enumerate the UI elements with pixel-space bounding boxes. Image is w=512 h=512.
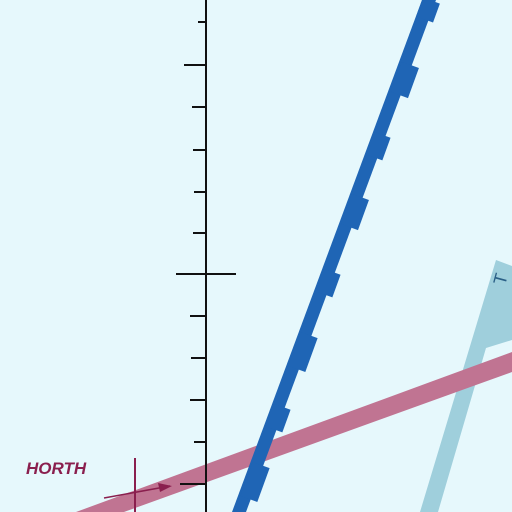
waypoint-arrow-line [103, 485, 171, 499]
blue-victor-airway [232, 0, 440, 512]
magenta-airway [76, 352, 512, 512]
edge-label-fragment: T [490, 271, 512, 287]
waypoint-arrow-head [158, 483, 172, 492]
scale-axis [176, 0, 236, 512]
scale-ticks [176, 21, 236, 485]
waypoint-label: HORTH [26, 459, 87, 478]
horth-waypoint[interactable]: HORTH [26, 458, 172, 512]
airway-notches [240, 0, 440, 502]
